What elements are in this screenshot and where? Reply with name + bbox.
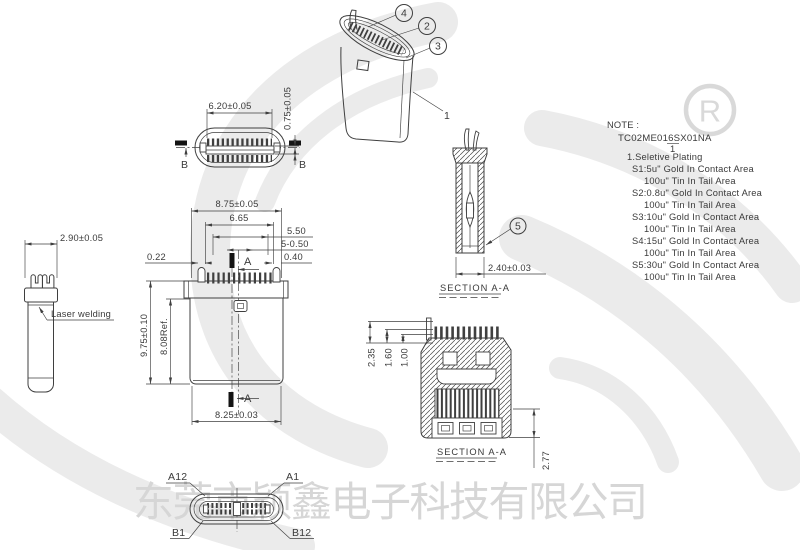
section-aa-title-2: SECTION A-A <box>437 447 507 457</box>
dim-pin-height-1: 2.35 <box>367 348 377 367</box>
callout-5: 5 <box>515 221 521 233</box>
company-name-watermark: 东莞市颖鑫电子科技有限公司 <box>133 479 647 525</box>
dim-pin-span: 5.50 <box>287 226 306 236</box>
section-b-left: B <box>181 159 188 171</box>
top-oval-view: B B 6.20±0.05 0.75±0.05 <box>175 87 306 171</box>
dim-body-height: 8.08Ref. <box>159 318 169 355</box>
dim-total-height: 9.75±0.10 <box>139 314 149 357</box>
callout-2: 2 <box>424 21 430 33</box>
note-revision-mark: 1 <box>670 144 675 154</box>
front-view: A A 8.75±0.05 6.65 5.50 5-0.50 0.22 0.40… <box>139 199 313 425</box>
plating-s5-tin: 100u" Tin In Tail Area <box>644 272 736 282</box>
section-view-narrow: 2.40±0.03 5 SECTION A-A <box>439 128 546 298</box>
dim-pin-height-3: 1.00 <box>400 348 410 367</box>
section-a-bottom: A <box>244 393 252 405</box>
pin-label-a12: A12 <box>168 471 187 483</box>
section-a-top: A <box>244 256 252 268</box>
dim-tail-height: 2.77 <box>541 451 551 470</box>
dim-leg-right: 0.40 <box>284 252 303 262</box>
callout-4: 4 <box>401 8 407 20</box>
callout-1: 1 <box>444 110 450 122</box>
note-part-number: TC02ME016SX01NA <box>618 133 712 144</box>
callout-3: 3 <box>435 41 441 53</box>
dim-inner-width: 6.65 <box>230 213 249 223</box>
note-plating-heading: 1.Seletive Plating <box>627 152 702 162</box>
dim-section-width: 2.40±0.03 <box>488 263 531 273</box>
side-view: 2.90±0.05 Laser welding <box>24 233 114 393</box>
note-label: NOTE : <box>607 120 639 130</box>
mating-face-view: A12 A1 B1 B12 <box>166 471 314 539</box>
dim-pin-pitch: 5-0.50 <box>281 239 309 249</box>
isometric-view: 4 2 3 1 <box>339 4 450 143</box>
dim-side-width: 2.90±0.05 <box>60 233 103 243</box>
dim-shell-width: 8.75±0.05 <box>215 199 258 209</box>
dim-tongue-thickness: 0.75±0.05 <box>283 87 293 130</box>
plating-s2-gold: S2:0.8u" Gold In Contact Area <box>632 188 763 198</box>
pin-label-b1: B1 <box>172 527 185 539</box>
pin-label-b12: B12 <box>292 527 311 539</box>
plating-s2-tin: 100u" Tin In Tail Area <box>644 200 736 210</box>
dim-top-width: 6.20±0.05 <box>208 101 251 111</box>
pin-label-a1: A1 <box>286 471 299 483</box>
registered-trademark-icon <box>683 83 737 137</box>
plating-s3-tin: 100u" Tin In Tail Area <box>644 224 736 234</box>
plating-s5-gold: S5:30u" Gold In Contact Area <box>632 260 760 270</box>
section-b-right: B <box>299 159 306 171</box>
plating-s4-gold: S4:15u" Gold In Contact Area <box>632 236 760 246</box>
laser-welding-note: Laser welding <box>51 309 111 319</box>
dim-bottom-width: 8.25±0.03 <box>215 410 258 420</box>
plating-s1-gold: S1:5u" Gold In Contact Area <box>632 164 755 174</box>
callout-4-badge <box>395 4 413 22</box>
callout-2-badge <box>418 17 436 35</box>
section-view-wide: 2.35 1.60 1.00 2.77 SECTION A-A <box>366 317 551 470</box>
note-block: NOTE : TC02ME016SX01NA 1 1.Seletive Plat… <box>607 120 763 282</box>
dim-leg-left: 0.22 <box>147 252 166 262</box>
callout-3-badge <box>429 37 447 55</box>
section-aa-title-1: SECTION A-A <box>440 283 510 293</box>
plating-s4-tin: 100u" Tin In Tail Area <box>644 248 736 258</box>
dim-pin-height-2: 1.60 <box>384 348 394 367</box>
registered-trademark-letter: R <box>699 94 722 129</box>
callout-5-badge <box>509 217 527 235</box>
plating-s1-tin: 100u" Tin In Tail Area <box>644 176 736 186</box>
plating-s3-gold: S3:10u" Gold In Contact Area <box>632 212 760 222</box>
